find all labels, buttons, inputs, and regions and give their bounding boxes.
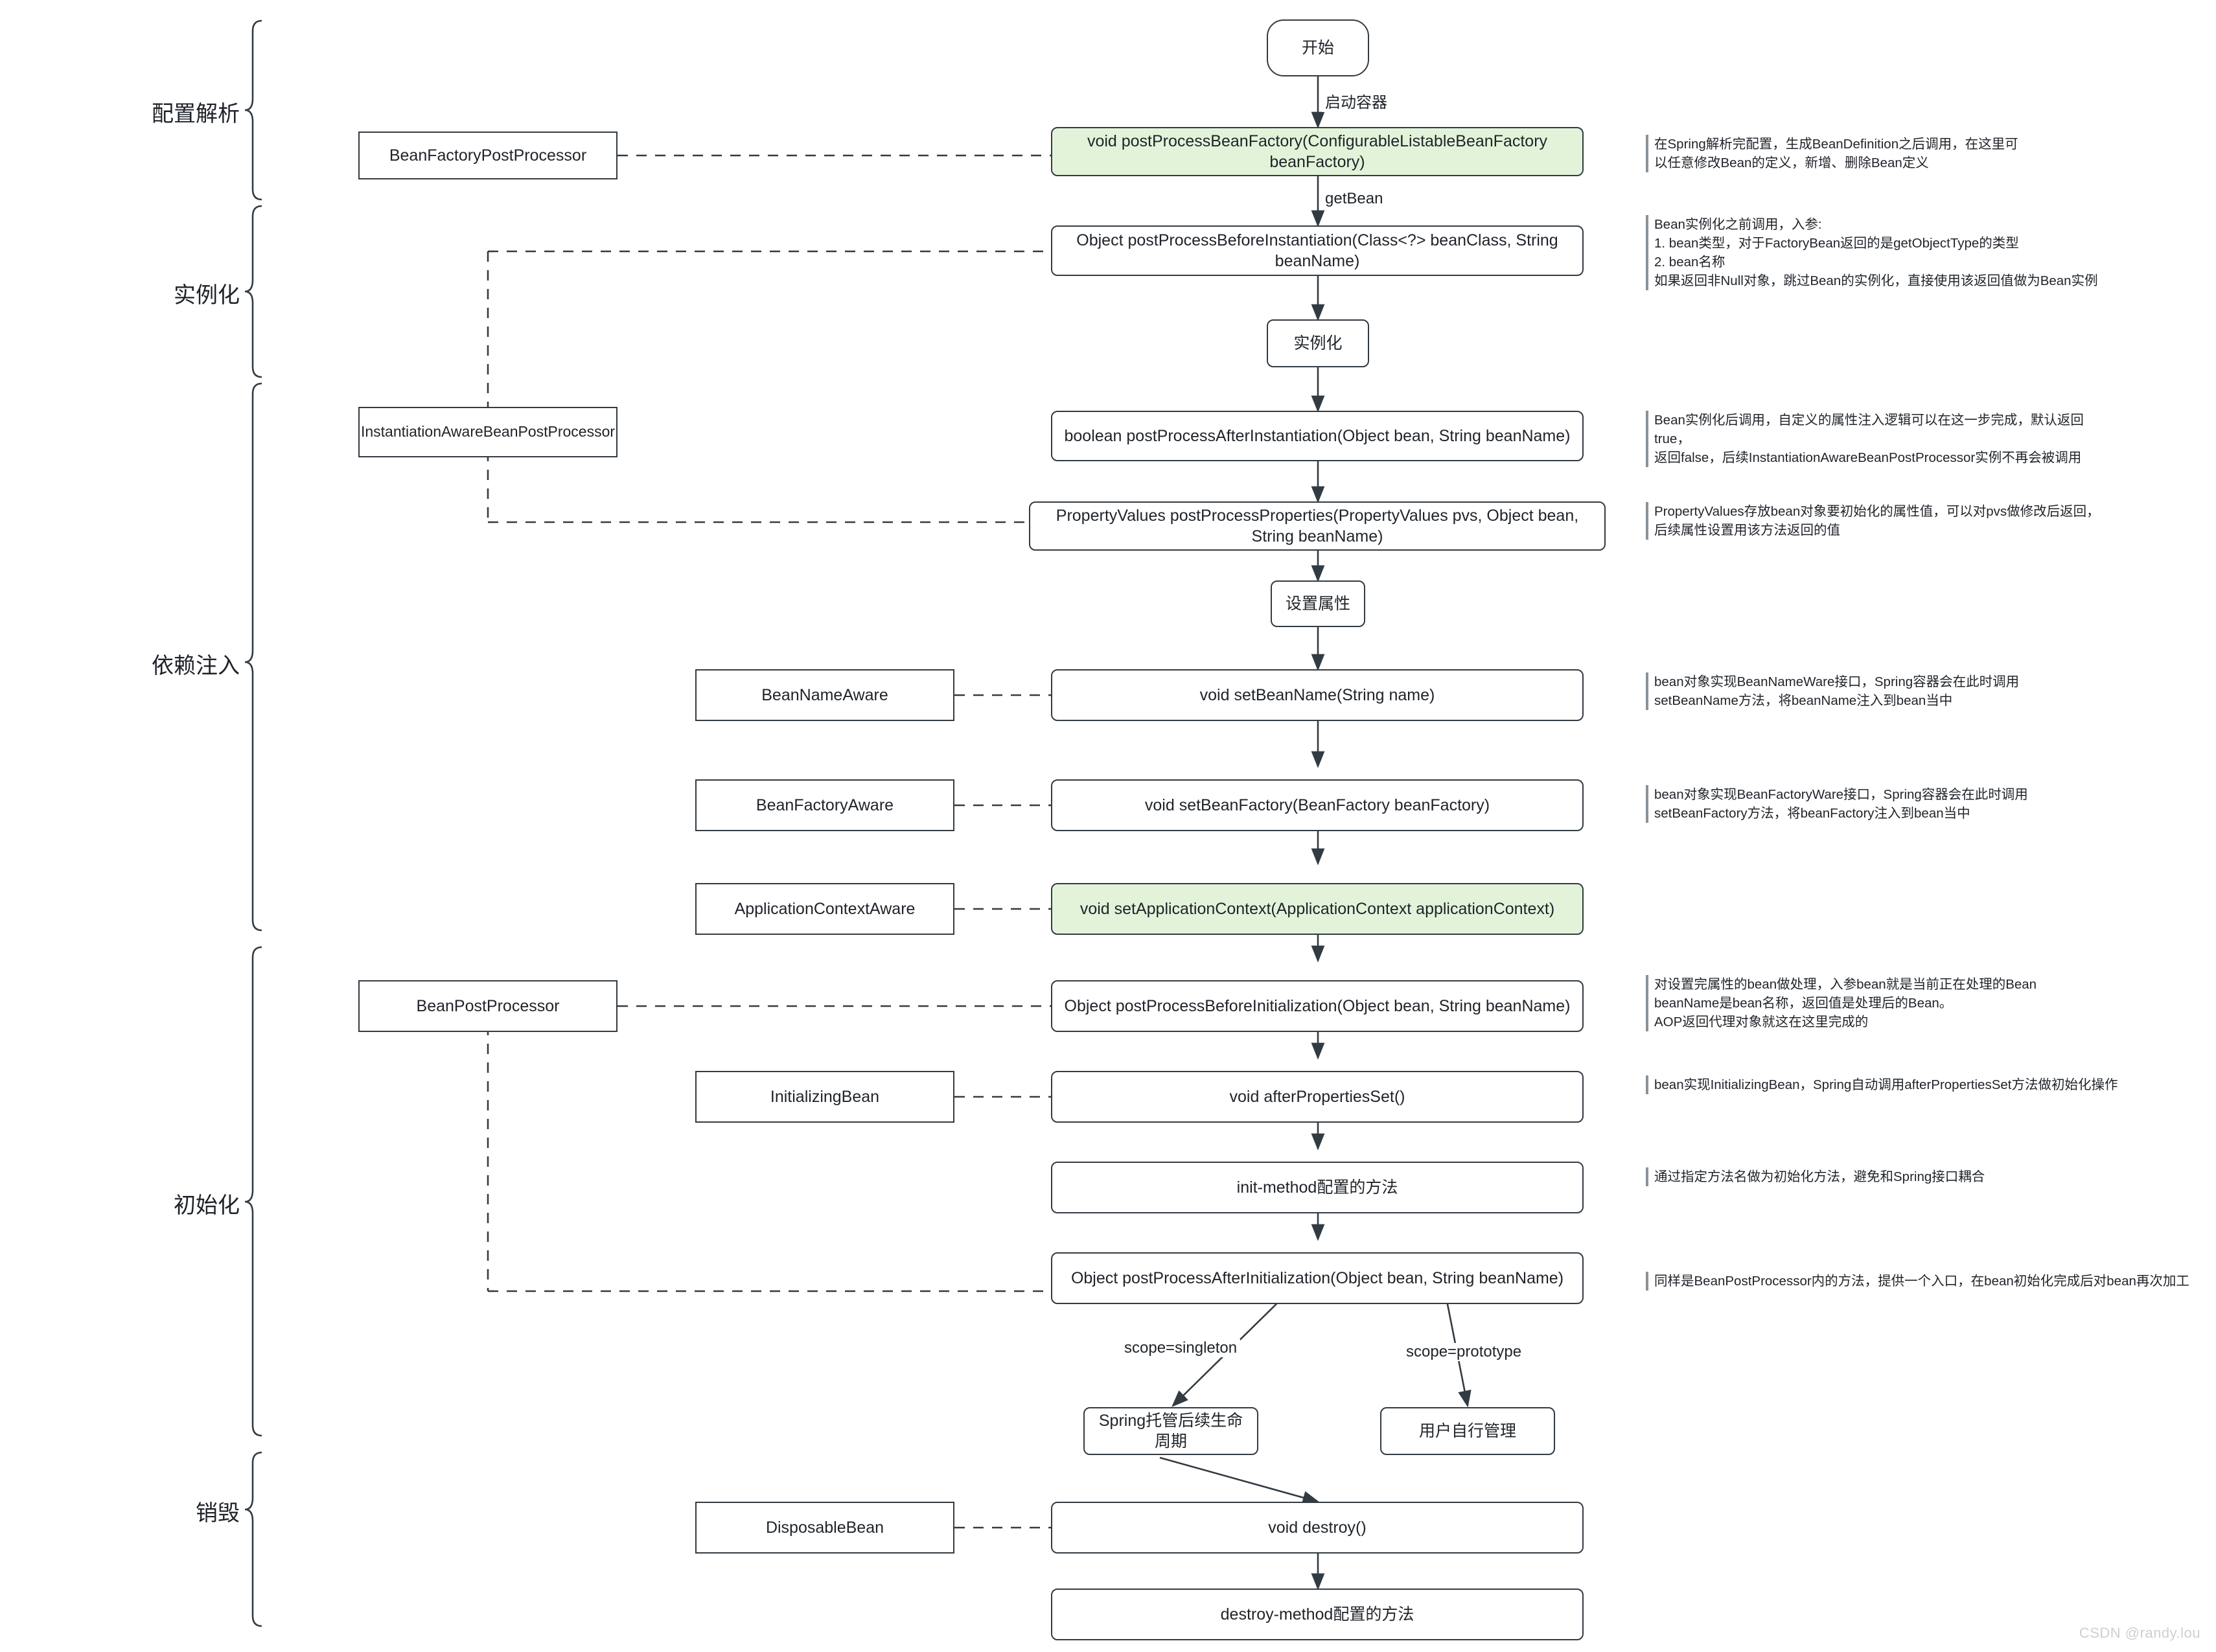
flow-node-label: PropertyValues postProcessProperties(Pro…: [1056, 506, 1579, 546]
interface-label: InitializingBean: [770, 1087, 880, 1106]
note-post-process-after-initialization: 同样是BeanPostProcessor内的方法，提供一个入口，在bean初始化…: [1646, 1272, 2205, 1291]
flow-node-label: 开始: [1301, 38, 1334, 57]
flow-node-label: Object postProcessBeforeInstantiation(Cl…: [1076, 231, 1558, 271]
interface-box-bean-name-aware[interactable]: BeanNameAware: [695, 669, 954, 721]
section-label-config-parse: 配置解析: [152, 102, 240, 126]
flow-node-label: boolean postProcessAfterInstantiation(Ob…: [1064, 426, 1571, 445]
interface-label: BeanFactoryAware: [756, 796, 894, 814]
edge-label-get-bean: getBean: [1322, 190, 1387, 208]
flow-node-post-process-before-initialization[interactable]: Object postProcessBeforeInitialization(O…: [1051, 980, 1584, 1032]
interface-box-application-context-aware[interactable]: ApplicationContextAware: [695, 883, 954, 935]
interface-box-bean-post-processor[interactable]: BeanPostProcessor: [358, 980, 617, 1032]
flow-node-label: void afterPropertiesSet(): [1229, 1087, 1405, 1106]
note-post-process-after-instantiation: Bean实例化后调用，自定义的属性注入逻辑可以在这一步完成，默认返回true， …: [1646, 411, 2108, 468]
flow-node-label: Object postProcessBeforeInitialization(O…: [1064, 996, 1571, 1015]
edge-label-scope-singleton: scope=singleton: [1121, 1339, 1241, 1357]
interface-label: ApplicationContextAware: [734, 899, 916, 918]
flow-node-post-process-after-initialization[interactable]: Object postProcessAfterInitialization(Ob…: [1051, 1252, 1584, 1304]
note-post-process-before-instantiation: Bean实例化之前调用，入参: 1. bean类型，对于FactoryBean返…: [1646, 215, 2108, 291]
flow-node-label: 实例化: [1293, 334, 1343, 352]
section-label-instantiation: 实例化: [174, 283, 240, 308]
section-label-destroy: 销毁: [196, 1501, 240, 1526]
flow-node-spring-managed-lifecycle[interactable]: Spring托管后续生命周期: [1083, 1407, 1258, 1455]
flow-node-destroy-method[interactable]: destroy-method配置的方法: [1051, 1589, 1584, 1640]
flow-node-label: void destroy(): [1268, 1518, 1367, 1537]
flow-node-post-process-before-instantiation[interactable]: Object postProcessBeforeInstantiation(Cl…: [1051, 225, 1584, 276]
flow-node-post-process-bean-factory[interactable]: void postProcessBeanFactory(Configurable…: [1051, 127, 1584, 176]
edge-label-scope-prototype: scope=prototype: [1403, 1343, 1525, 1361]
note-post-process-properties: PropertyValues存放bean对象要初始化的属性值，可以对pvs做修改…: [1646, 502, 2108, 540]
flow-node-destroy[interactable]: void destroy(): [1051, 1502, 1584, 1554]
flow-node-label: 设置属性: [1285, 594, 1350, 613]
section-label-dependency-injection: 依赖注入: [152, 654, 240, 678]
interface-box-disposable-bean[interactable]: DisposableBean: [695, 1502, 954, 1554]
interface-label: DisposableBean: [765, 1518, 884, 1537]
note-set-bean-name: bean对象实现BeanNameWare接口，Spring容器会在此时调用 se…: [1646, 672, 2108, 711]
flow-node-label: void setBeanFactory(BeanFactory beanFact…: [1144, 796, 1490, 814]
flow-node-label: 用户自行管理: [1418, 1421, 1516, 1440]
interface-label: BeanFactoryPostProcessor: [389, 146, 587, 165]
flow-node-label: destroy-method配置的方法: [1220, 1605, 1414, 1623]
interface-label: BeanPostProcessor: [416, 996, 560, 1015]
flow-node-instantiate[interactable]: 实例化: [1267, 319, 1369, 367]
watermark: CSDN @randy.lou: [2079, 1625, 2200, 1641]
note-set-bean-factory: bean对象实现BeanFactoryWare接口，Spring容器会在此时调用…: [1646, 785, 2108, 823]
interface-box-instantiation-aware-bean-post-processor[interactable]: InstantiationAwareBeanPostProcessor: [358, 407, 617, 457]
flow-node-post-process-after-instantiation[interactable]: boolean postProcessAfterInstantiation(Ob…: [1051, 411, 1584, 461]
flow-node-label: void setBeanName(String name): [1199, 685, 1435, 704]
flow-node-after-properties-set[interactable]: void afterPropertiesSet(): [1051, 1071, 1584, 1123]
edge-label-start-container: 启动容器: [1322, 89, 1391, 112]
flow-node-label: init-method配置的方法: [1236, 1178, 1398, 1197]
interface-label: InstantiationAwareBeanPostProcessor: [360, 423, 616, 441]
flow-node-set-properties[interactable]: 设置属性: [1271, 580, 1365, 627]
note-init-method: 通过指定方法名做为初始化方法，避免和Spring接口耦合: [1646, 1167, 2205, 1187]
section-label-initialization: 初始化: [174, 1193, 240, 1218]
note-post-process-bean-factory: 在Spring解析完配置，生成BeanDefinition之后调用，在这里可 以…: [1646, 135, 2082, 173]
interface-box-initializing-bean[interactable]: InitializingBean: [695, 1071, 954, 1123]
flow-node-start[interactable]: 开始: [1267, 19, 1369, 76]
flow-node-set-bean-name[interactable]: void setBeanName(String name): [1051, 669, 1584, 721]
flow-node-set-application-context[interactable]: void setApplicationContext(ApplicationCo…: [1051, 883, 1584, 935]
flow-node-label: void postProcessBeanFactory(Configurable…: [1087, 132, 1548, 172]
interface-label: BeanNameAware: [761, 685, 888, 704]
flow-node-user-managed[interactable]: 用户自行管理: [1380, 1407, 1555, 1455]
flow-node-label: void setApplicationContext(ApplicationCo…: [1079, 899, 1555, 918]
interface-box-bean-factory-aware[interactable]: BeanFactoryAware: [695, 779, 954, 831]
note-post-process-before-initialization: 对设置完属性的bean做处理，入参bean就是当前正在处理的Bean beanN…: [1646, 975, 2108, 1032]
flow-node-post-process-properties[interactable]: PropertyValues postProcessProperties(Pro…: [1029, 501, 1606, 551]
flow-node-set-bean-factory[interactable]: void setBeanFactory(BeanFactory beanFact…: [1051, 779, 1584, 831]
flow-node-label: Spring托管后续生命周期: [1098, 1411, 1243, 1451]
flow-node-label: Object postProcessAfterInitialization(Ob…: [1070, 1268, 1564, 1287]
flow-node-init-method[interactable]: init-method配置的方法: [1051, 1162, 1584, 1213]
interface-box-bean-factory-post-processor[interactable]: BeanFactoryPostProcessor: [358, 132, 617, 179]
note-after-properties-set: bean实现InitializingBean，Spring自动调用afterPr…: [1646, 1075, 2205, 1095]
